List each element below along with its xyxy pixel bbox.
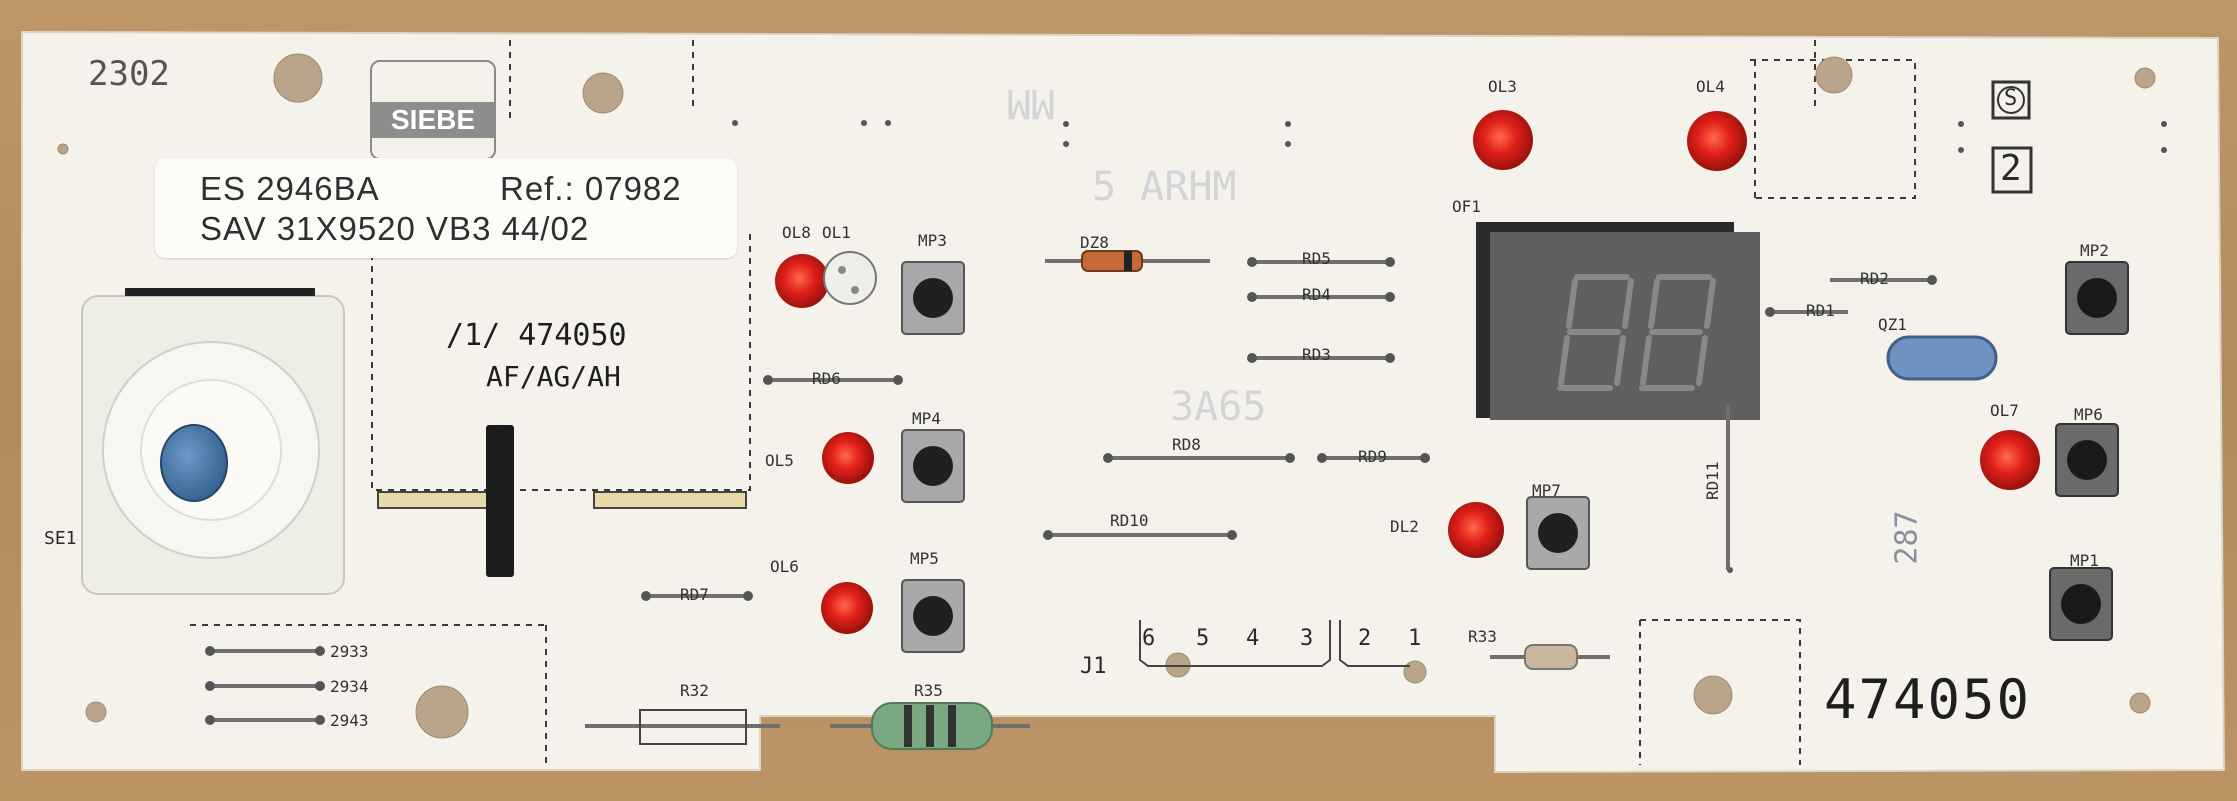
svg-text:MP3: MP3 <box>918 231 947 250</box>
resistor-r35 <box>871 702 993 750</box>
svg-text:2933: 2933 <box>330 642 369 661</box>
sticker-model: ES 2946BA <box>200 170 380 207</box>
connector-pin: 2 <box>1358 626 1372 651</box>
crystal-qz1 <box>1886 335 1998 381</box>
pcb-board <box>21 30 2226 774</box>
svg-text:R33: R33 <box>1468 627 1497 646</box>
connector-pin: 3 <box>1300 626 1314 651</box>
svg-text:OL6: OL6 <box>770 557 799 576</box>
svg-text:RD6: RD6 <box>812 369 841 388</box>
push-buttons[interactable] <box>901 261 2129 653</box>
svg-text:RD8: RD8 <box>1172 435 1201 454</box>
svg-text:MP4: MP4 <box>912 409 941 428</box>
symbol-s: S <box>2004 86 2018 111</box>
leds <box>775 110 2040 634</box>
svg-text:OL3: OL3 <box>1488 77 1517 96</box>
slide-switch[interactable] <box>486 425 514 577</box>
svg-text:OF1: OF1 <box>1452 197 1481 216</box>
svg-text:RD10: RD10 <box>1110 511 1149 530</box>
svg-text:5 ARHM: 5 ARHM <box>1092 164 1237 210</box>
siebe-logo: SIEBE <box>370 60 496 160</box>
symbol-2: 2 <box>2000 148 2022 189</box>
svg-text:RD11: RD11 <box>1703 461 1722 500</box>
svg-text:2934: 2934 <box>330 677 369 696</box>
part-number-block: /1/ 474050 <box>446 318 627 353</box>
connector-label: J1 <box>1080 654 1107 679</box>
svg-text:OL1: OL1 <box>822 223 851 242</box>
svg-text:MP5: MP5 <box>910 549 939 568</box>
svg-text:2943: 2943 <box>330 711 369 730</box>
svg-text:RD4: RD4 <box>1302 285 1331 304</box>
sticker-ref: Ref.: 07982 <box>500 170 682 207</box>
siebe-logo-text: SIEBE <box>370 102 496 138</box>
svg-text:RD1: RD1 <box>1806 301 1835 320</box>
svg-text:DZ8: DZ8 <box>1080 233 1109 252</box>
board-serial: 2302 <box>88 54 170 94</box>
part-number-bottom: 474050 <box>1824 668 2032 731</box>
connector-pin: 1 <box>1408 626 1422 651</box>
svg-text:R32: R32 <box>680 681 709 700</box>
svg-text:3A65: 3A65 <box>1170 384 1266 430</box>
svg-text:RD3: RD3 <box>1302 345 1331 364</box>
side-text: 287 <box>1889 510 1925 565</box>
program-selector[interactable] <box>81 288 345 595</box>
connector-pin: 4 <box>1246 626 1260 651</box>
svg-text:RD5: RD5 <box>1302 249 1331 268</box>
svg-text:RD9: RD9 <box>1358 447 1387 466</box>
svg-text:QZ1: QZ1 <box>1878 315 1907 334</box>
svg-text:OL7: OL7 <box>1990 401 2019 420</box>
selector-label: SE1 <box>44 528 77 549</box>
svg-text:R35: R35 <box>914 681 943 700</box>
svg-text:MP7: MP7 <box>1532 481 1561 500</box>
svg-text:MP6: MP6 <box>2074 405 2103 424</box>
knob-shaft[interactable] <box>160 424 228 502</box>
seven-segment-display <box>1476 222 1760 420</box>
svg-text:DL2: DL2 <box>1390 517 1419 536</box>
svg-text:MM: MM <box>1007 80 1055 126</box>
svg-text:OL5: OL5 <box>765 451 794 470</box>
svg-text:RD2: RD2 <box>1860 269 1889 288</box>
variants-label: AF/AG/AH <box>486 360 621 393</box>
part-sticker: ES 2946BA Ref.: 07982 SAV 31X9520 VB3 44… <box>155 158 737 258</box>
svg-text:OL8: OL8 <box>782 223 811 242</box>
connector-pin: 5 <box>1196 626 1210 651</box>
sticker-line2: SAV 31X9520 VB3 44/02 <box>200 210 590 247</box>
svg-text:MP2: MP2 <box>2080 241 2109 260</box>
svg-text:OL4: OL4 <box>1696 77 1725 96</box>
svg-text:MP1: MP1 <box>2070 551 2099 570</box>
svg-text:RD7: RD7 <box>680 585 709 604</box>
connector-pin: 6 <box>1142 626 1156 651</box>
